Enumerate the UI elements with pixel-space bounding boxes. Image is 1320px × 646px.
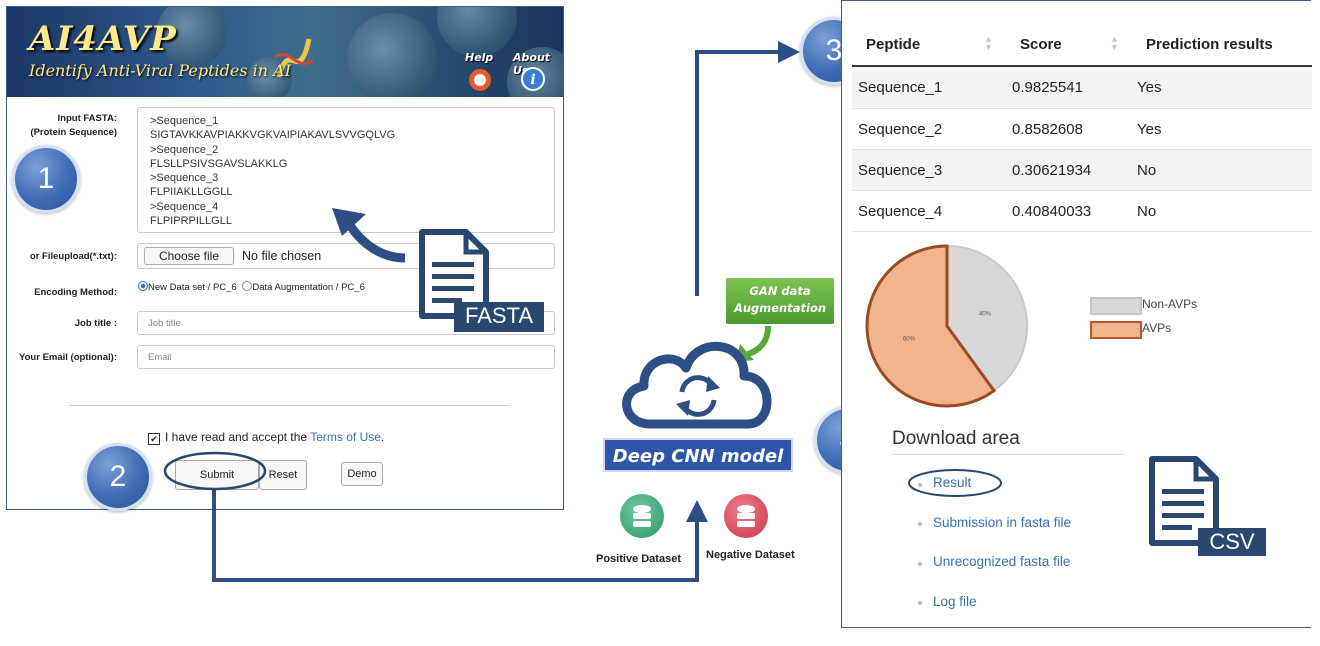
download-bullet xyxy=(918,522,922,526)
email-label: Your Email (optional): xyxy=(19,352,117,363)
positive-dataset-database-icon xyxy=(620,494,664,538)
peptide-column-header[interactable]: Peptide xyxy=(866,36,921,53)
job-title-label: Job title : xyxy=(74,318,117,329)
row-prediction: Yes xyxy=(1137,79,1162,96)
download-bullet xyxy=(918,562,922,566)
step-1-badge: 1 xyxy=(12,145,80,213)
fasta-document-caption: FASTA xyxy=(454,302,544,332)
ai4avp-banner: AI4AVP Identify Anti-Viral Peptides in A… xyxy=(7,7,563,97)
pie-slice-label: 60% xyxy=(903,336,916,342)
no-file-status: No file chosen xyxy=(242,249,322,263)
email-input[interactable]: Email xyxy=(137,345,555,369)
fasta-input-label: Input FASTA: (Protein Sequence) xyxy=(30,113,117,138)
terms-checkbox[interactable]: ✔ xyxy=(148,433,160,445)
email-placeholder: Email xyxy=(148,352,172,363)
help-link-label[interactable]: Help xyxy=(465,51,494,64)
terms-of-use-link[interactable]: Terms of Use xyxy=(310,430,381,444)
result-highlight-ellipse xyxy=(908,469,1002,497)
encoding-option-augmentation-label: Data Augmentation / PC_6 xyxy=(252,282,365,293)
csv-document-icon xyxy=(1148,455,1220,547)
help-lifebuoy-icon[interactable] xyxy=(469,69,491,91)
step-2-badge: 2 xyxy=(84,443,152,511)
score-sort-icon[interactable]: ▲▼ xyxy=(1110,34,1119,52)
download-result-link[interactable]: Result xyxy=(933,475,972,490)
row-prediction: No xyxy=(1137,203,1157,220)
download-divider xyxy=(892,454,1124,455)
form-divider xyxy=(69,405,509,406)
row-score: 0.40840033 xyxy=(1012,203,1092,220)
results-panel: Peptide ▲▼ Score ▲▼ Prediction results S… xyxy=(841,0,1312,628)
legend-label-non-avps: Non-AVPs xyxy=(1142,297,1198,311)
download-unrecognized-link[interactable]: Unrecognized fasta file xyxy=(933,554,1071,569)
job-title-placeholder: Job title xyxy=(148,318,181,329)
encoding-radio-augmentation[interactable] xyxy=(242,281,253,291)
table-row: Sequence_3 0.30621934 No xyxy=(852,149,1312,190)
fileupload-label: or Fileupload(*.txt): xyxy=(29,251,117,262)
encoding-options: New Data set / PC_6 Data Augmentation / … xyxy=(138,281,365,293)
prediction-column-header[interactable]: Prediction results xyxy=(1146,36,1273,53)
peptide-sort-icon[interactable]: ▲▼ xyxy=(984,34,993,52)
legend-swatch-avps xyxy=(1090,321,1142,339)
cloud-sync-icon xyxy=(622,341,772,429)
download-log-link[interactable]: Log file xyxy=(933,594,977,609)
pie-slice-non-avps xyxy=(946,244,1028,393)
table-row: Sequence_1 0.9825541 Yes xyxy=(852,67,1312,107)
pie-slice-label: 40% xyxy=(979,312,992,318)
gan-augmentation-tag: GAN data Augmentation xyxy=(726,278,834,324)
row-score: 0.30621934 xyxy=(1012,162,1092,179)
row-peptide: Sequence_4 xyxy=(858,203,943,220)
app-tagline: Identify Anti-Viral Peptides in AI xyxy=(29,61,292,80)
table-header-rule xyxy=(852,65,1312,67)
row-prediction: Yes xyxy=(1137,121,1162,138)
demo-button[interactable]: Demo xyxy=(341,462,383,486)
legend-label-avps: AVPs xyxy=(1142,321,1172,335)
row-peptide: Sequence_2 xyxy=(858,121,943,138)
encoding-option-new-label: New Data set / PC_6 xyxy=(148,282,237,293)
download-area-title: Download area xyxy=(892,428,1020,449)
avp-pie-chart: 40% 60% xyxy=(865,244,1028,408)
reset-button[interactable]: Reset xyxy=(259,460,307,490)
app-logo: AI4AVP xyxy=(29,19,177,59)
table-row: Sequence_4 0.40840033 No xyxy=(852,190,1312,232)
row-score: 0.9825541 xyxy=(1012,79,1083,96)
legend-swatch-non-avps xyxy=(1090,297,1142,315)
row-peptide: Sequence_3 xyxy=(858,162,943,179)
terms-text: I have read and accept the xyxy=(165,430,308,444)
encoding-method-label: Encoding Method: xyxy=(34,287,117,298)
csv-document-caption: CSV xyxy=(1198,528,1266,556)
encoding-radio-new[interactable] xyxy=(138,281,148,291)
row-prediction: No xyxy=(1137,162,1157,179)
deep-cnn-model-banner: Deep CNN model xyxy=(603,438,793,472)
score-column-header[interactable]: Score xyxy=(1020,36,1062,53)
row-score: 0.8582608 xyxy=(1012,121,1083,138)
about-info-icon[interactable]: i xyxy=(521,67,545,91)
submit-highlight-ellipse xyxy=(163,451,267,491)
negative-dataset-label: Negative Dataset xyxy=(706,549,795,561)
row-peptide: Sequence_1 xyxy=(858,79,943,96)
download-fasta-link[interactable]: Submission in fasta file xyxy=(933,515,1072,530)
negative-dataset-database-icon xyxy=(724,494,768,538)
download-bullet xyxy=(918,483,922,487)
fasta-textarea[interactable]: >Sequence_1 SIGTAVKKAVPIAKKVGKVAIPIAKAVL… xyxy=(137,107,555,233)
choose-file-button[interactable]: Choose file xyxy=(144,247,234,265)
peptide-structure-icon xyxy=(274,38,314,78)
download-bullet xyxy=(918,601,922,605)
fasta-document-icon xyxy=(418,228,490,320)
table-row: Sequence_2 0.8582608 Yes xyxy=(852,108,1312,149)
positive-dataset-label: Positive Dataset xyxy=(596,553,681,565)
terms-row: ✔ I have read and accept the Terms of Use… xyxy=(148,430,384,445)
pie-slice-avps xyxy=(865,244,997,408)
